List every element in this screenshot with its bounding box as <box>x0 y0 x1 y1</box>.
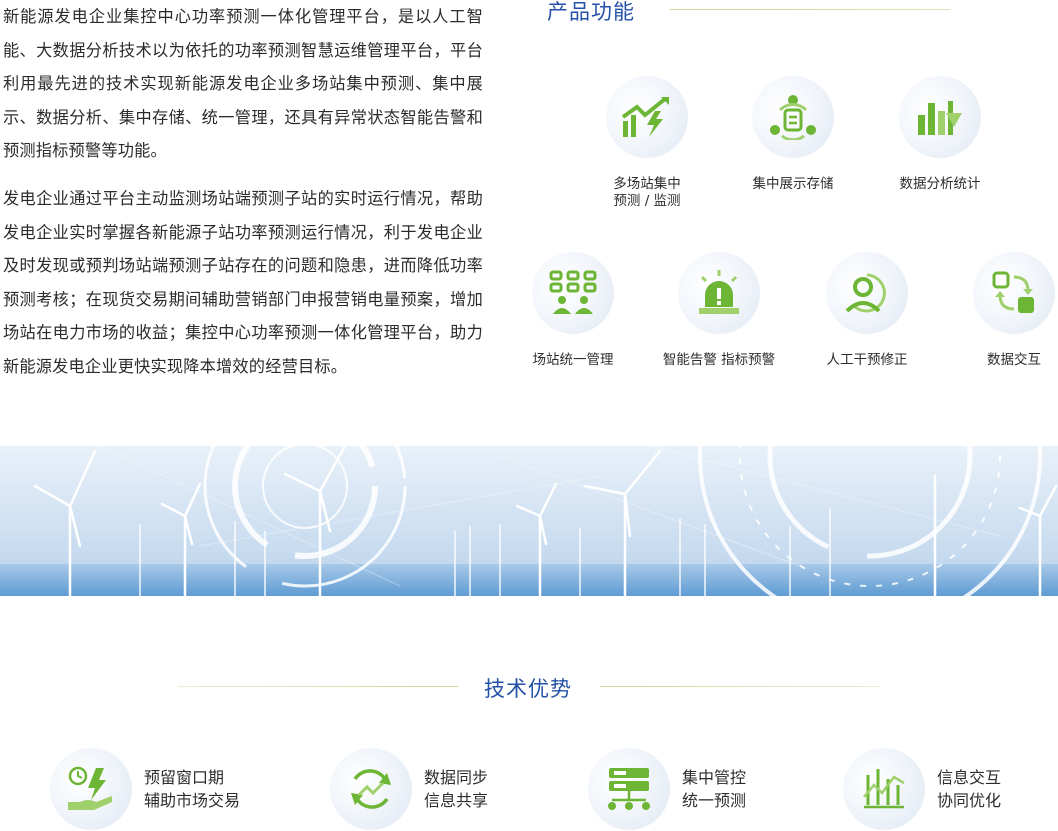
trend-up-bolt-icon <box>606 76 688 158</box>
advantage-item-central-control: 集中管控 统一预测 <box>588 748 746 830</box>
feature-label: 智能告警 指标预警 <box>662 352 776 368</box>
feature-label: 多场站集中 预测 / 监测 <box>613 176 681 209</box>
server-network-icon <box>588 748 670 830</box>
feature-item-manual-intervention: 人工干预修正 <box>792 252 942 369</box>
wind-farm-banner-image <box>0 446 1058 596</box>
advantage-text: 集中管控 统一预测 <box>682 768 747 810</box>
features-title-divider <box>670 9 950 10</box>
display-storage-icon <box>752 76 834 158</box>
bar-chart-icon <box>899 76 981 158</box>
intro-paragraph-1: 新能源发电企业集控中心功率预测一体化管理平台，是以人工智能、大数据分析技术以为依… <box>3 7 483 161</box>
advantage-item-window-period: 预留窗口期 辅助市场交易 <box>50 748 240 830</box>
intro-paragraph-2: 发电企业通过平台主动监测场站端预测子站的实时运行情况，帮助发电企业实时掌握各新能… <box>3 188 483 376</box>
data-exchange-icon <box>973 252 1055 334</box>
feature-label: 场站统一管理 <box>532 352 614 368</box>
feature-item-station-management: 场站统一管理 <box>498 252 648 369</box>
advantages-title-divider-left <box>178 686 458 687</box>
feature-label: 人工干预修正 <box>826 352 908 368</box>
manual-intervention-icon <box>826 252 908 334</box>
feature-item-multi-station: 多场站集中 预测 / 监测 <box>572 76 722 210</box>
advantage-item-data-sync: 数据同步 信息共享 <box>330 748 488 830</box>
interaction-chart-icon <box>843 748 925 830</box>
advantage-text: 数据同步 信息共享 <box>424 768 489 810</box>
feature-item-alarm: 智能告警 指标预警 <box>644 252 794 369</box>
feature-label: 集中展示存储 <box>752 176 834 192</box>
advantages-title: 技术优势 <box>484 677 572 701</box>
advantage-item-collaboration: 信息交互 协同优化 <box>843 748 1001 830</box>
advantage-text: 预留窗口期 辅助市场交易 <box>144 768 241 810</box>
clock-bolt-hand-icon <box>50 748 132 830</box>
advantage-text: 信息交互 协同优化 <box>937 768 1002 810</box>
feature-item-display-storage: 集中展示存储 <box>718 76 868 193</box>
station-management-icon <box>532 252 614 334</box>
alarm-icon <box>678 252 760 334</box>
feature-item-data-analysis: 数据分析统计 <box>865 76 1015 193</box>
sync-chart-icon <box>330 748 412 830</box>
features-title: 产品功能 <box>547 0 635 24</box>
feature-label: 数据分析统计 <box>899 176 981 192</box>
advantages-title-divider-right <box>600 686 880 687</box>
feature-item-data-exchange: 数据交互 <box>939 252 1058 369</box>
feature-label: 数据交互 <box>987 352 1041 368</box>
intro-text: 新能源发电企业集控中心功率预测一体化管理平台，是以人工智能、大数据分析技术以为依… <box>3 0 483 384</box>
